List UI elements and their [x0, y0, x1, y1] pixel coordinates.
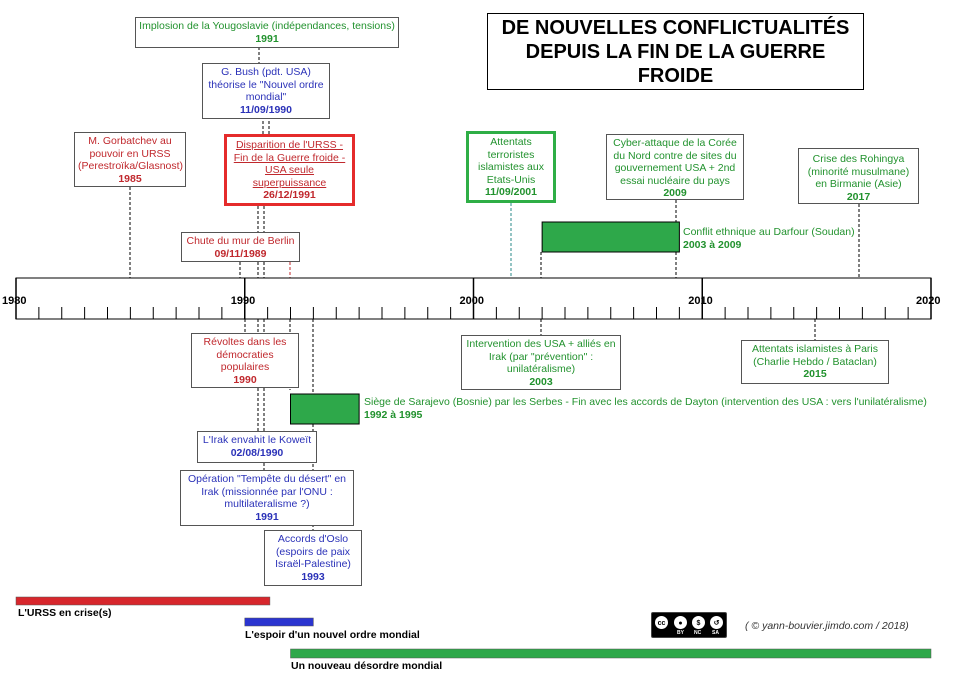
- event-date: 1991: [255, 32, 279, 45]
- event-date: 1990: [233, 373, 257, 386]
- event-rohingya: Crise des Rohingya (minorité musulmane) …: [798, 148, 919, 204]
- nc-icon: $: [691, 615, 706, 630]
- creative-commons-badge: cc ● $ ↺ BY NC SA: [651, 612, 727, 638]
- event-date: 1985: [118, 172, 142, 185]
- cc-icon: cc: [654, 615, 669, 630]
- event-disparition-urss: Disparition de l'URSS - Fin de la Guerre…: [224, 134, 355, 206]
- event-date: 02/08/1990: [230, 446, 284, 459]
- event-text: M. Gorbatchev au pouvoir en URSS (Perest…: [78, 135, 184, 172]
- darfour-text: Conflit ethnique au Darfour (Soudan): [683, 226, 855, 238]
- axis-tick-labels: 1980 1990 2000 2010 2020: [2, 295, 940, 307]
- event-date: 2009: [663, 187, 687, 199]
- sarajevo-label: Siège de Sarajevo (Bosnie) par les Serbe…: [364, 396, 927, 422]
- event-date: 11/09/2001: [485, 186, 537, 198]
- darfour-date: 2003 à 2009: [683, 239, 742, 251]
- event-mur-berlin: Chute du mur de Berlin 09/11/1989: [181, 232, 300, 262]
- sarajevo-date: 1992 à 1995: [364, 409, 423, 421]
- axis-tick-label: 2020: [916, 295, 940, 307]
- license-by: BY: [677, 630, 684, 636]
- event-attentats-paris: Attentats islamistes à Paris (Charlie He…: [741, 340, 889, 384]
- by-icon: ●: [673, 615, 688, 630]
- event-irak-koweit: L'Irak envahit le Koweït 02/08/1990: [197, 431, 317, 463]
- axis-ticks: [15, 278, 932, 319]
- title-line-1: DE NOUVELLES CONFLICTUALITÉS: [501, 16, 850, 39]
- event-text: Implosion de la Yougoslavie (indépendanc…: [139, 20, 395, 32]
- title-line-3: FROIDE: [637, 64, 714, 87]
- event-text: Attentats terroristes islamistes aux Eta…: [478, 136, 544, 186]
- event-text: Cyber-attaque de la Corée du Nord contre…: [613, 137, 737, 187]
- license-sa: SA: [712, 630, 719, 636]
- sarajevo-duration-bar: [290, 393, 360, 425]
- event-text: Disparition de l'URSS - Fin de la Guerre…: [233, 139, 346, 189]
- event-text: Révoltes dans les démocraties populaires: [203, 336, 287, 373]
- event-date: 1991: [255, 510, 279, 523]
- period-bar-urss: [15, 596, 271, 606]
- event-tempete-desert: Opération "Tempête du désert" en Irak (m…: [180, 470, 354, 526]
- event-text: L'Irak envahit le Koweït: [202, 434, 312, 446]
- period-label-nouvel-ordre: L'espoir d'un nouvel ordre mondial: [245, 629, 420, 641]
- period-label-urss: L'URSS en crise(s): [18, 607, 112, 619]
- event-oslo: Accords d'Oslo (espoirs de paix Israël-P…: [264, 530, 362, 586]
- event-text: Chute du mur de Berlin: [186, 235, 295, 247]
- event-date: 26/12/1991: [263, 189, 316, 201]
- axis-tick-label: 1980: [2, 295, 26, 307]
- event-date: 2015: [803, 368, 827, 380]
- axis-tick-label: 2000: [460, 295, 484, 307]
- event-gorbatchev: M. Gorbatchev au pouvoir en URSS (Perest…: [74, 132, 186, 187]
- license-nc: NC: [694, 630, 702, 636]
- darfour-label: Conflit ethnique au Darfour (Soudan) 200…: [683, 226, 855, 252]
- event-date: 2003: [529, 375, 553, 388]
- event-text: Attentats islamistes à Paris (Charlie He…: [751, 343, 879, 368]
- sarajevo-text: Siège de Sarajevo (Bosnie) par les Serbe…: [364, 396, 927, 408]
- period-label-desordre: Un nouveau désordre mondial: [291, 660, 443, 672]
- axis-tick-label: 2010: [688, 295, 712, 307]
- event-text: G. Bush (pdt. USA) théorise le "Nouvel o…: [208, 66, 324, 103]
- event-date: 2017: [846, 190, 871, 203]
- period-bar-nouvel-ordre: [244, 617, 314, 627]
- event-intervention-irak: Intervention des USA + alliés en Irak (p…: [461, 335, 621, 390]
- period-bar-desordre: [290, 648, 932, 659]
- event-date: 11/09/1990: [240, 103, 292, 116]
- event-text: Accords d'Oslo (espoirs de paix Israël-P…: [275, 533, 351, 570]
- event-attentats-usa: Attentats terroristes islamistes aux Eta…: [466, 131, 556, 203]
- axis-tick-label: 1990: [231, 295, 255, 307]
- event-bush: G. Bush (pdt. USA) théorise le "Nouvel o…: [202, 63, 330, 119]
- event-text: Crise des Rohingya (minorité musulmane) …: [807, 153, 910, 190]
- event-cyberattaque: Cyber-attaque de la Corée du Nord contre…: [606, 134, 744, 200]
- event-date: 09/11/1989: [214, 247, 267, 260]
- event-revoltes: Révoltes dans les démocraties populaires…: [191, 333, 299, 388]
- sa-icon: ↺: [709, 615, 724, 630]
- event-text: Intervention des USA + alliés en Irak (p…: [466, 338, 616, 375]
- darfour-duration-bar: [541, 221, 680, 253]
- event-date: 1993: [301, 570, 325, 583]
- title-line-2: DEPUIS LA FIN DE LA GUERRE: [525, 40, 826, 63]
- event-yougoslavie: Implosion de la Yougoslavie (indépendanc…: [135, 17, 399, 48]
- event-text: Opération "Tempête du désert" en Irak (m…: [187, 473, 347, 510]
- main-title: DE NOUVELLES CONFLICTUALITÉS DEPUIS LA F…: [487, 13, 864, 90]
- credit-text: ( © yann-bouvier.jimdo.com / 2018): [745, 620, 909, 632]
